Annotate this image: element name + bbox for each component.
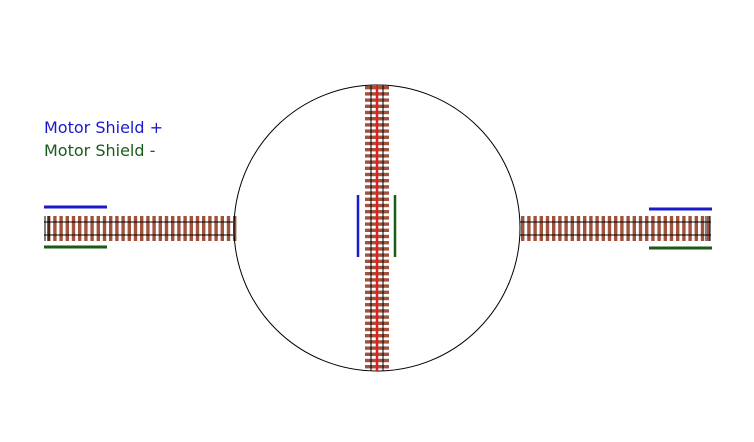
track-tie — [707, 216, 711, 241]
track-tie — [208, 216, 212, 241]
track-tie — [694, 216, 698, 241]
track-tie — [521, 216, 525, 241]
track-tie — [102, 216, 107, 241]
track-tie — [583, 216, 587, 241]
track-tie — [669, 216, 674, 241]
track-tie — [53, 216, 57, 241]
track-tie — [140, 216, 144, 241]
track-tie — [226, 216, 231, 241]
track-tie — [71, 216, 76, 241]
track-tie — [632, 216, 636, 241]
track-tie — [552, 216, 556, 241]
track-tie — [620, 216, 624, 241]
track-tie — [651, 216, 655, 241]
track-tie — [601, 216, 605, 241]
track-tie — [84, 216, 88, 241]
track-tie — [158, 216, 162, 241]
track-tie — [121, 216, 125, 241]
track-tie — [676, 216, 680, 241]
track-tie — [233, 216, 237, 241]
track-tie — [558, 216, 562, 241]
track-tie — [177, 216, 181, 241]
track-tie — [115, 216, 119, 241]
track-tie — [638, 216, 643, 241]
legend-motor-shield-plus: Motor Shield + — [44, 118, 163, 137]
track-tie — [533, 216, 537, 241]
track-tie — [127, 216, 131, 241]
track-tie — [645, 216, 649, 241]
track-tie — [78, 216, 82, 241]
track-tie — [682, 216, 686, 241]
track-tie — [595, 216, 599, 241]
track-tie — [564, 216, 568, 241]
track-tie — [589, 216, 593, 241]
track-tie — [576, 216, 581, 241]
track-tie — [626, 216, 630, 241]
track-tie — [220, 216, 224, 241]
track-tie — [189, 216, 193, 241]
track-tie — [90, 216, 94, 241]
track-tie — [214, 216, 218, 241]
track-tie — [527, 216, 531, 241]
right-track-ties — [521, 216, 711, 241]
track-tie — [202, 216, 206, 241]
track-tie — [663, 216, 667, 241]
track-tie — [195, 216, 200, 241]
track-tie — [171, 216, 175, 241]
left-track-ties — [47, 216, 237, 241]
legend-motor-shield-minus: Motor Shield - — [44, 141, 156, 160]
track-tie — [152, 216, 156, 241]
track-tie — [146, 216, 150, 241]
track-tie — [614, 216, 618, 241]
track-tie — [164, 216, 169, 241]
track-tie — [545, 216, 550, 241]
track-tie — [539, 216, 543, 241]
track-tie — [183, 216, 187, 241]
track-tie — [96, 216, 100, 241]
track-tie — [109, 216, 113, 241]
track-tie — [688, 216, 692, 241]
track-tie — [133, 216, 138, 241]
track-tie — [65, 216, 69, 241]
track-tie — [700, 216, 705, 241]
track-tie — [59, 216, 63, 241]
track-tie — [570, 216, 574, 241]
track-tie — [607, 216, 612, 241]
track-tie — [657, 216, 661, 241]
